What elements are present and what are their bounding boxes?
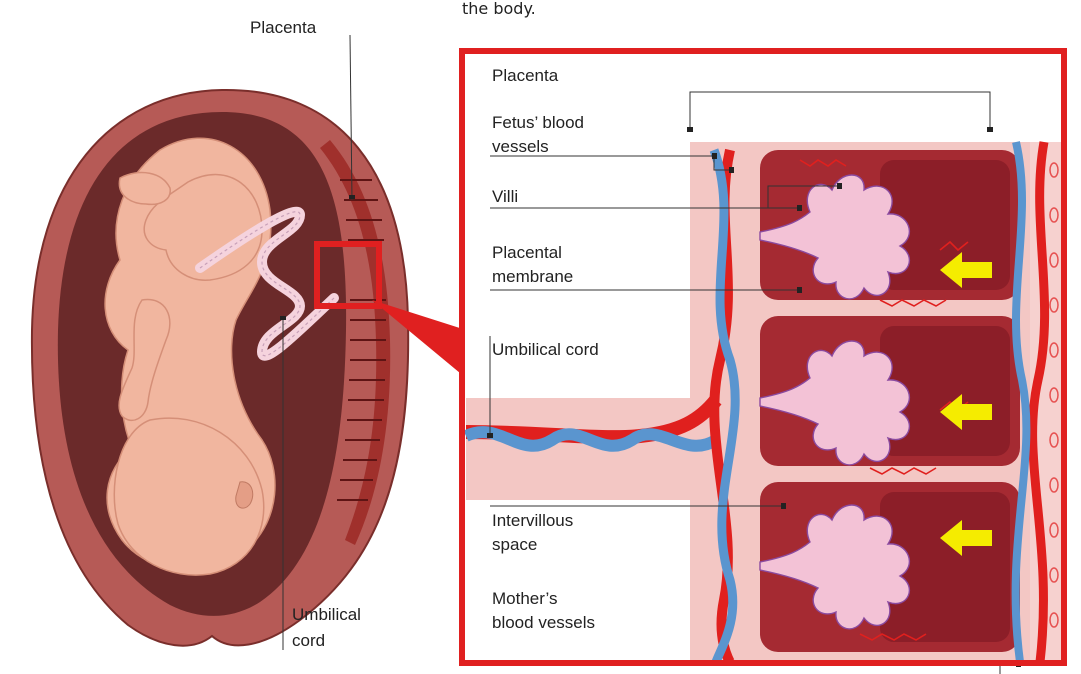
label-placental-membrane-1: Placental <box>492 243 562 262</box>
label-intervillous-2: space <box>492 535 537 554</box>
label-fetus-vessels-1: Fetus’ blood <box>492 113 584 132</box>
label-mothers-vessels-2: blood vessels <box>492 613 595 632</box>
label-umbilical-left-2: cord <box>292 631 325 650</box>
leader-left-umbilical-tip <box>280 316 286 320</box>
label-mothers-vessels-1: Mother’s <box>492 589 558 608</box>
label-umbilical-left-1: Umbilical <box>292 605 361 624</box>
label-placenta-left: Placenta <box>250 18 317 37</box>
uterus-illustration <box>32 35 466 650</box>
label-umbilical-cord-inset: Umbilical cord <box>492 340 599 359</box>
label-fetus-vessels-2: vessels <box>492 137 549 156</box>
leader-left-placenta-tip <box>349 195 355 199</box>
caption-fragment: the body. <box>462 0 536 18</box>
label-placental-membrane-2: membrane <box>492 267 573 286</box>
label-intervillous-1: Intervillous <box>492 511 573 530</box>
label-placenta-inset: Placenta <box>492 66 559 85</box>
label-villi: Villi <box>492 187 518 206</box>
